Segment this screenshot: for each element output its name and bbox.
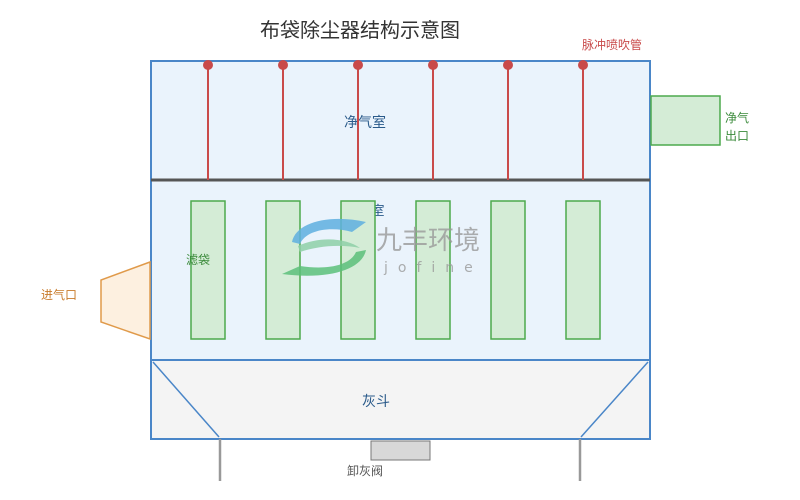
clean-air-outlet [650, 95, 721, 146]
logo-swoosh-blue [292, 218, 366, 244]
filter-bag [490, 200, 526, 340]
pulse-nozzle-dot [503, 60, 513, 70]
pulse-pipes [203, 60, 588, 180]
discharge-valve-label: 卸灰阀 [347, 463, 383, 478]
filter-bag [565, 200, 601, 340]
discharge-valve [370, 440, 431, 461]
logo-swoosh-green [282, 250, 366, 276]
filter-bags [190, 200, 601, 340]
watermark-logo [282, 218, 366, 276]
filter-bag [190, 200, 226, 340]
watermark-name: 九丰环境 [376, 226, 480, 256]
pulse-nozzle-dot [278, 60, 288, 70]
outlet-label-line1: 净气 [725, 110, 749, 125]
diagram-title: 布袋除尘器结构示意图 [260, 18, 460, 42]
clean-air-chamber [150, 60, 651, 181]
watermark-latin: jofine [383, 260, 483, 276]
clean-chamber-label: 净气室 [344, 114, 386, 131]
pulse-nozzle-dot [203, 60, 213, 70]
pulse-pipe-label: 脉冲喷吹管 [582, 37, 642, 52]
pulse-nozzle-dot [428, 60, 438, 70]
pulse-nozzle-dot [578, 60, 588, 70]
hopper-slope-left [152, 361, 220, 438]
filter-bag [415, 200, 451, 340]
ash-hopper [150, 359, 651, 440]
hopper-slope-right [580, 361, 649, 438]
hopper-label: 灰斗 [362, 394, 390, 410]
filter-bag-label: 滤袋 [186, 253, 210, 267]
outlet-label-line2: 出口 [725, 129, 749, 143]
inlet-label: 进气口 [41, 287, 77, 302]
air-inlet [100, 260, 151, 341]
pulse-nozzle-dot [353, 60, 363, 70]
logo-swoosh-mid [298, 239, 360, 252]
